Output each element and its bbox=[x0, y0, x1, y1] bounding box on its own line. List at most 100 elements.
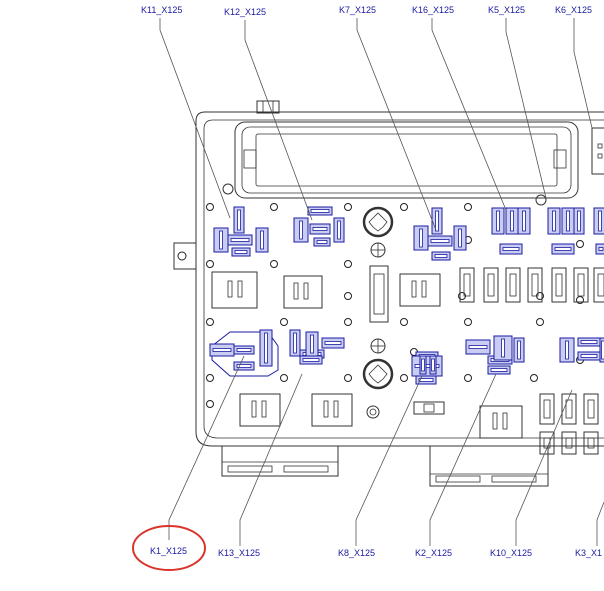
pin-hole bbox=[576, 240, 584, 248]
label-k7: K7_X125 bbox=[339, 5, 376, 15]
fuse bbox=[583, 393, 599, 425]
fuse-link bbox=[587, 437, 595, 449]
relay-pin bbox=[310, 334, 314, 354]
relay-pin bbox=[414, 364, 440, 368]
relay-pin bbox=[324, 341, 342, 345]
label-k5: K5_X125 bbox=[488, 5, 525, 15]
relay-pin bbox=[501, 338, 505, 358]
pin-hole bbox=[464, 374, 472, 382]
relay-pin bbox=[237, 209, 241, 231]
relay-pin bbox=[517, 340, 521, 360]
pin-hole bbox=[206, 400, 214, 408]
relay-pin bbox=[312, 227, 328, 231]
relay-pin bbox=[236, 348, 252, 352]
relay-pin bbox=[580, 354, 598, 358]
mounting-bolts bbox=[222, 183, 547, 419]
relay-pin bbox=[522, 210, 526, 232]
pin-hole bbox=[344, 374, 352, 382]
pin-hole bbox=[206, 374, 214, 382]
relay-pin bbox=[264, 332, 268, 364]
fuse-link bbox=[577, 273, 585, 297]
relay-pin bbox=[302, 358, 320, 362]
fuse bbox=[593, 267, 604, 303]
fuse-sockets bbox=[211, 265, 523, 439]
label-k6: K6_X125 bbox=[555, 5, 592, 15]
relay-pin bbox=[580, 340, 598, 344]
pin-hole bbox=[400, 318, 408, 326]
fuse-link bbox=[531, 273, 539, 297]
pin-hole bbox=[400, 203, 408, 211]
relay-pin bbox=[435, 210, 439, 232]
relay-pin bbox=[419, 228, 423, 248]
label-k10: K10_X125 bbox=[490, 548, 532, 558]
relay-pin bbox=[458, 228, 462, 248]
relay-pin bbox=[496, 210, 500, 232]
pin-hole bbox=[270, 203, 278, 211]
fuse bbox=[539, 393, 555, 425]
pin-hole bbox=[464, 318, 472, 326]
relay-pin bbox=[434, 254, 448, 258]
fuse bbox=[539, 431, 555, 455]
fuse-link bbox=[543, 399, 551, 419]
pin-hole bbox=[536, 318, 544, 326]
relay-pin bbox=[565, 340, 569, 360]
relay-pin bbox=[510, 210, 514, 232]
pin-hole bbox=[206, 203, 214, 211]
relay-pin bbox=[598, 210, 602, 232]
fuse-link bbox=[509, 273, 517, 297]
relay-pin bbox=[554, 247, 572, 251]
label-k8: K8_X125 bbox=[338, 548, 375, 558]
relay-pin bbox=[230, 238, 250, 242]
fuse-box-housing bbox=[173, 100, 604, 487]
fuse bbox=[527, 267, 543, 303]
relay-pin bbox=[577, 210, 581, 232]
pin-hole bbox=[206, 260, 214, 268]
relay-pin bbox=[468, 345, 488, 349]
fuse-link bbox=[565, 399, 573, 419]
relay-pin bbox=[566, 210, 570, 232]
pin-hole bbox=[344, 318, 352, 326]
highlight-circle-k1 bbox=[132, 525, 206, 571]
relay-pin bbox=[431, 358, 435, 372]
relay-pin bbox=[219, 230, 223, 250]
pin-hole bbox=[270, 260, 278, 268]
pin-hole bbox=[530, 374, 538, 382]
pin-hole bbox=[280, 318, 288, 326]
label-k3: K3_X1 bbox=[575, 548, 602, 558]
fuse bbox=[583, 431, 599, 455]
relay-pin bbox=[421, 358, 425, 372]
pin-hole bbox=[464, 203, 472, 211]
relay-pin bbox=[490, 368, 508, 372]
label-k12: K12_X125 bbox=[224, 7, 266, 17]
fuse-link bbox=[597, 273, 604, 297]
relay-pin bbox=[236, 364, 252, 368]
relay-outline bbox=[211, 331, 279, 377]
relay-pin bbox=[601, 340, 604, 360]
fuse bbox=[483, 267, 499, 303]
relay-pin bbox=[310, 209, 330, 213]
pin-hole bbox=[344, 203, 352, 211]
relay-pin bbox=[234, 250, 248, 254]
relay-pin bbox=[430, 239, 450, 243]
relay-pin bbox=[598, 247, 604, 251]
fuse-array bbox=[459, 267, 604, 455]
pin-hole bbox=[280, 374, 288, 382]
pin-hole bbox=[206, 318, 214, 326]
relay-pin bbox=[502, 247, 520, 251]
fuse-link bbox=[463, 273, 471, 297]
label-k11: K11_X125 bbox=[141, 5, 182, 15]
fuse bbox=[551, 267, 567, 303]
pin-hole bbox=[344, 292, 352, 300]
fuse bbox=[561, 393, 577, 425]
fuse-link bbox=[487, 273, 495, 297]
label-k1: K1_X125 bbox=[150, 546, 187, 556]
label-k2: K2_X125 bbox=[415, 548, 452, 558]
fuse-link bbox=[555, 273, 563, 297]
leader-lines bbox=[159, 18, 604, 546]
fuse-link bbox=[565, 437, 573, 449]
fuse bbox=[561, 431, 577, 455]
relay-pin bbox=[552, 210, 556, 232]
connector-labels: K11_X125 K12_X125 K7_X125 K16_X125 K5_X1… bbox=[141, 5, 602, 558]
relay-pin bbox=[212, 348, 232, 352]
